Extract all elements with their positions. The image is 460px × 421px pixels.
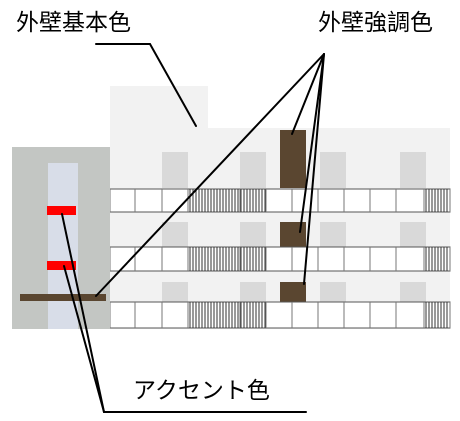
leader-accent-2 (63, 265, 105, 413)
balcony-railing (109, 301, 451, 329)
balcony-railing (109, 246, 451, 272)
accent-bar-upper (47, 206, 76, 215)
balcony-railings (109, 188, 451, 329)
accent-wall-patch-top (280, 130, 306, 188)
canopy-beam (20, 294, 106, 301)
leader-strong-3 (303, 53, 325, 285)
rooftop-block (110, 86, 208, 130)
label-accent-wall-color: 外壁強調色 (318, 10, 433, 36)
window-recesses (162, 152, 426, 302)
label-base-color: 外壁基本色 (16, 10, 131, 36)
label-accent-color: アクセント色 (133, 378, 270, 404)
leader-strong-2 (299, 53, 325, 233)
accent-wall-patch-middle (280, 222, 306, 247)
accent-wall-patch-bottom (280, 282, 306, 302)
leader-strong-1 (291, 53, 325, 135)
leader-strong-4 (95, 53, 325, 297)
leader-base-color (95, 43, 197, 127)
accent-bar-lower (47, 261, 76, 270)
leader-lines (61, 43, 325, 413)
balcony-railing (109, 188, 451, 213)
